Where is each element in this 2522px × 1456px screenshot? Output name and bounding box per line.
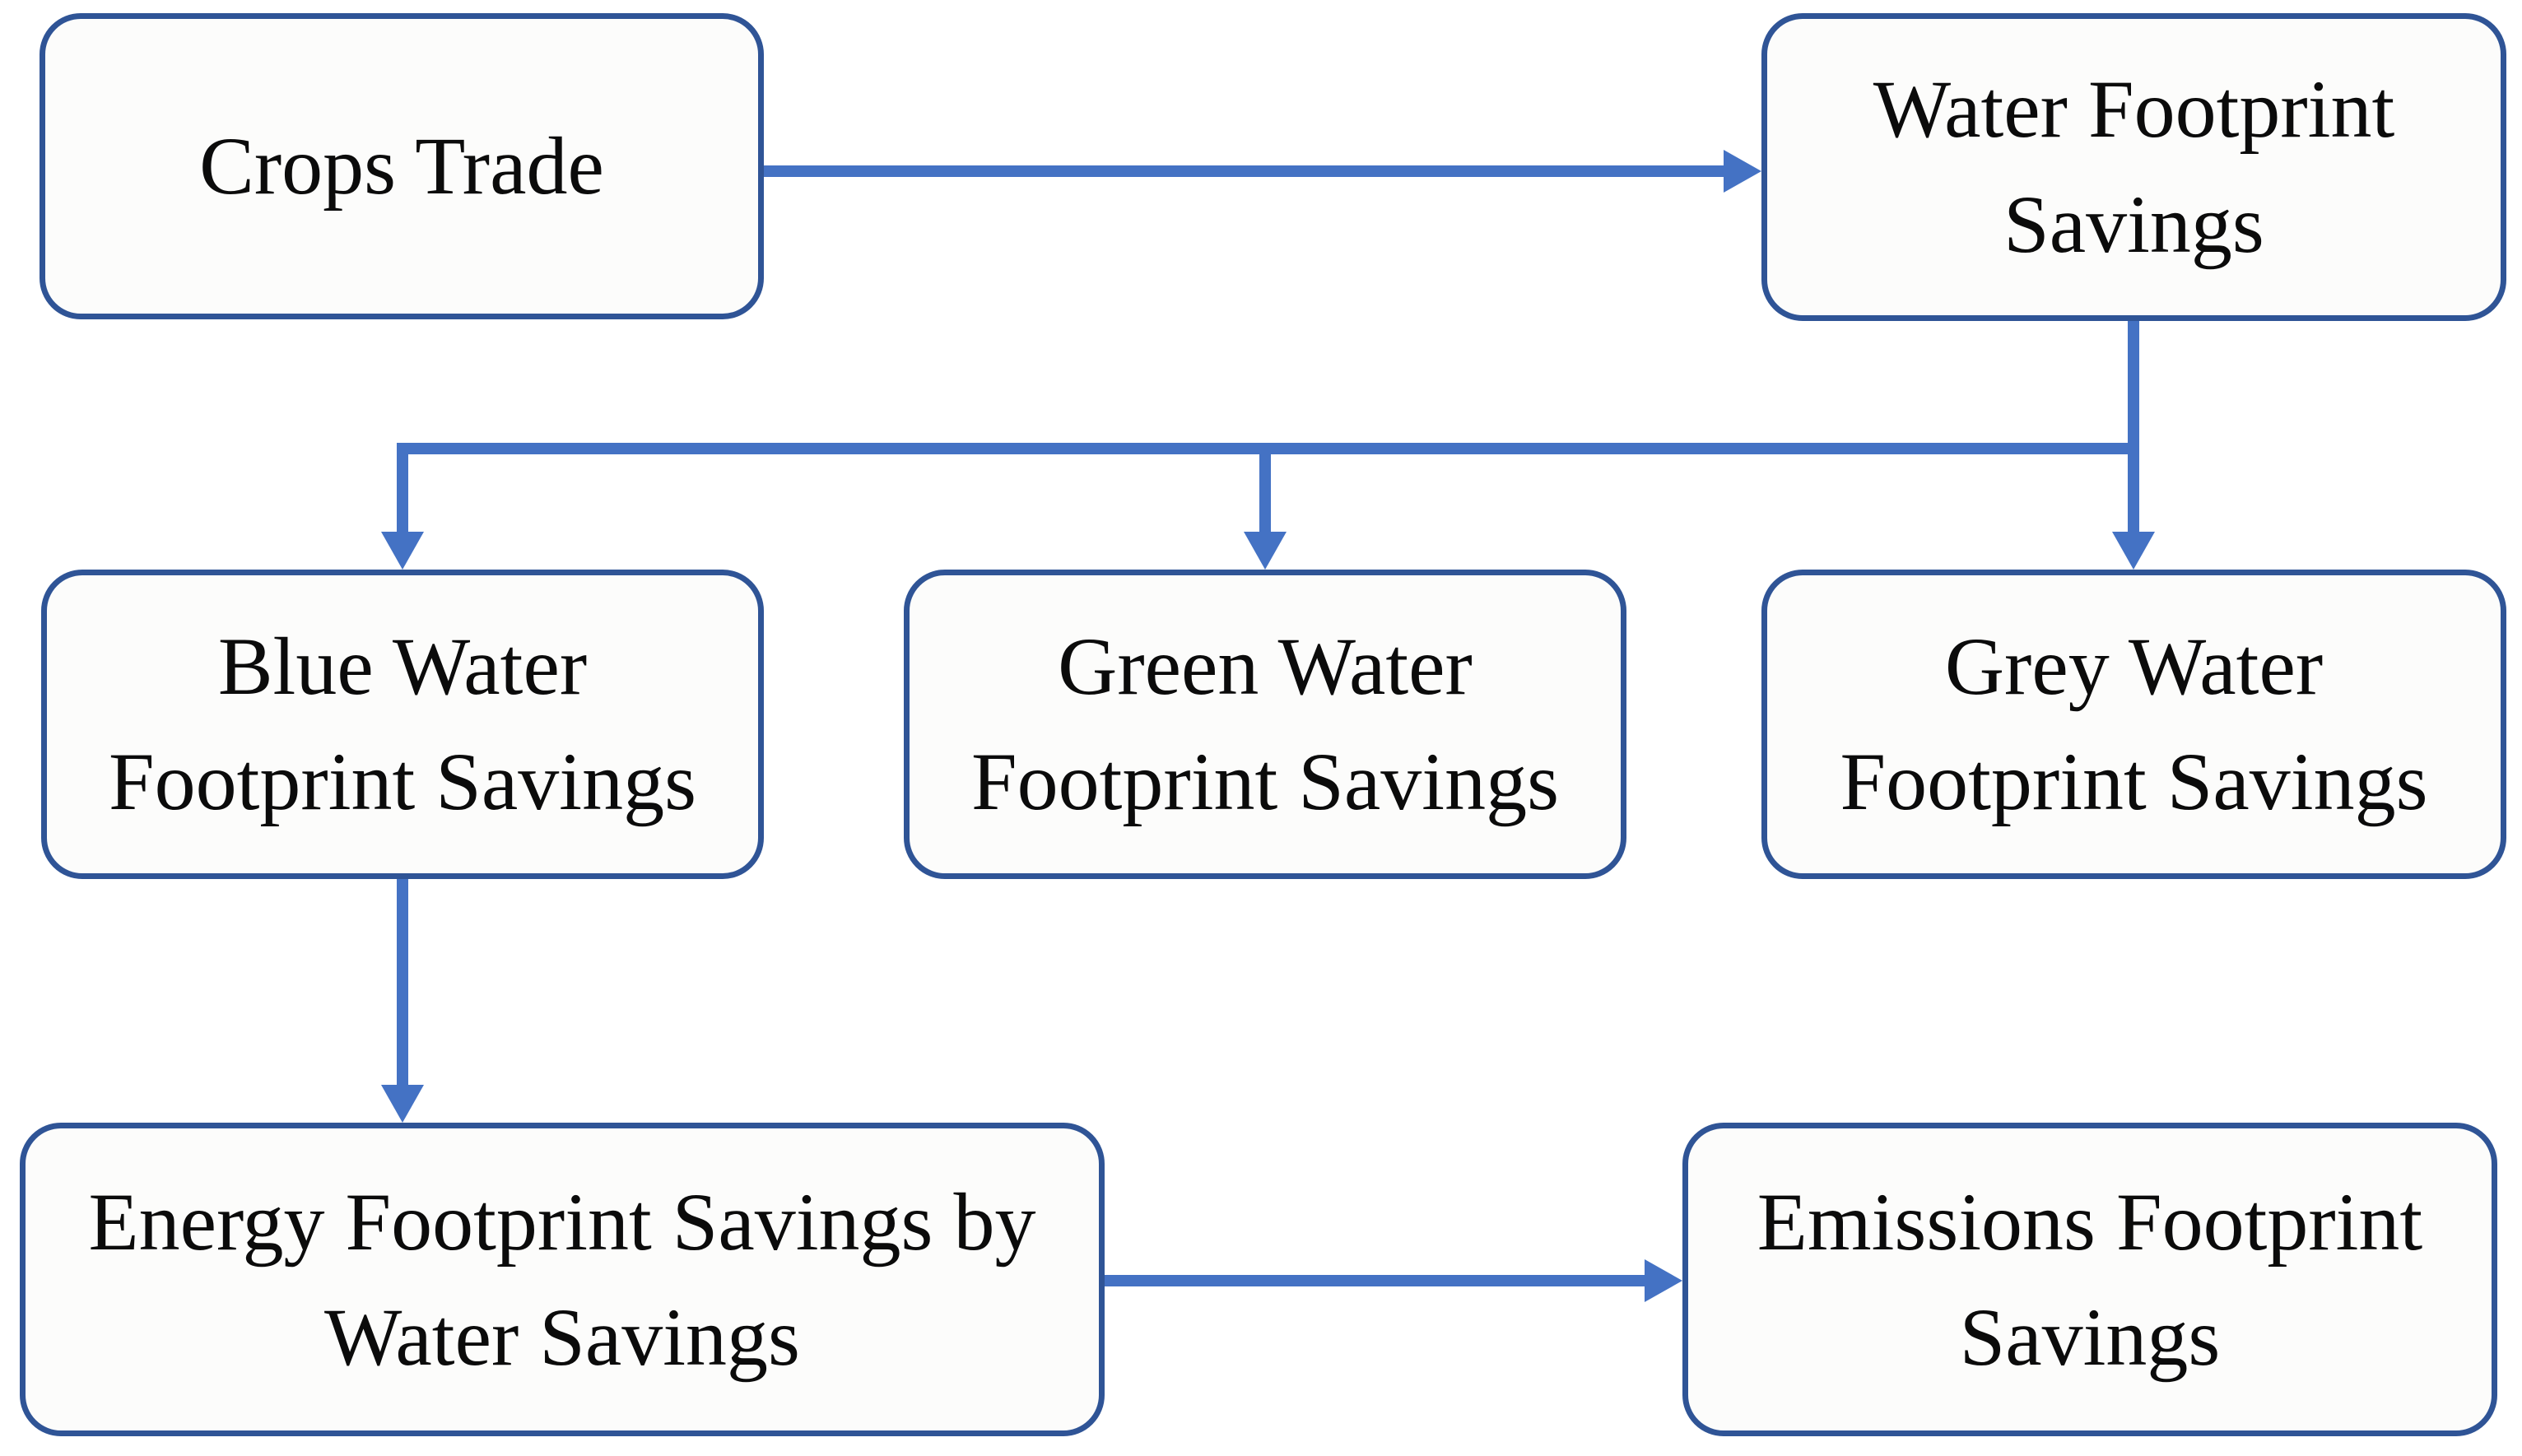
node-energy-footprint-savings: Energy Footprint Savings by Water Saving…: [20, 1123, 1105, 1436]
edge-energy-to-emissions: [1105, 1259, 1682, 1302]
edge-trunk-to-grey: [2112, 449, 2155, 570]
node-label: Water Footprint Savings: [1873, 63, 2395, 270]
node-label: Grey Water Footprint Savings: [1840, 621, 2428, 827]
arrowhead-down-icon: [2112, 532, 2155, 570]
node-grey-water-footprint-savings: Grey Water Footprint Savings: [1761, 570, 2506, 879]
node-label: Energy Footprint Savings by Water Saving…: [88, 1175, 1036, 1383]
arrowhead-down-icon: [381, 532, 424, 570]
node-label: Emissions Footprint Savings: [1757, 1175, 2423, 1383]
edge-blue-to-energy: [381, 879, 424, 1123]
node-blue-water-footprint-savings: Blue Water Footprint Savings: [41, 570, 764, 879]
edge-trunk-to-green: [1244, 449, 1287, 570]
node-crops-trade: Crops Trade: [40, 13, 764, 319]
arrowhead-down-icon: [1244, 532, 1287, 570]
node-water-footprint-savings: Water Footprint Savings: [1761, 13, 2506, 321]
edge-trunk-to-blue: [381, 449, 424, 570]
node-emissions-footprint-savings: Emissions Footprint Savings: [1682, 1123, 2497, 1436]
arrowhead-right-icon: [1645, 1259, 1682, 1302]
node-green-water-footprint-savings: Green Water Footprint Savings: [904, 570, 1626, 879]
edge-crops-to-water: [764, 150, 1761, 193]
node-label: Crops Trade: [199, 120, 604, 212]
node-label: Blue Water Footprint Savings: [109, 621, 696, 827]
edge-water-branch-trunk: [397, 321, 2139, 454]
node-label: Green Water Footprint Savings: [971, 621, 1559, 827]
arrowhead-down-icon: [381, 1085, 424, 1123]
arrowhead-right-icon: [1724, 150, 1761, 193]
